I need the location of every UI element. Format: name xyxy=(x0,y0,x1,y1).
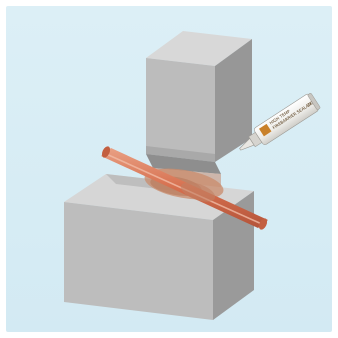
wall-penetration-illustration: HIGH TEMP FIREBARRIER SEALANT 2X xyxy=(6,6,332,332)
tube-logo-icon xyxy=(259,123,272,137)
illustration-panel: HIGH TEMP FIREBARRIER SEALANT 2X xyxy=(6,6,332,332)
lower-concrete-block xyxy=(64,174,254,320)
tube-label-line-3: 2X xyxy=(306,101,313,108)
upper-concrete-block xyxy=(146,31,252,162)
sealant-bead xyxy=(180,182,216,202)
